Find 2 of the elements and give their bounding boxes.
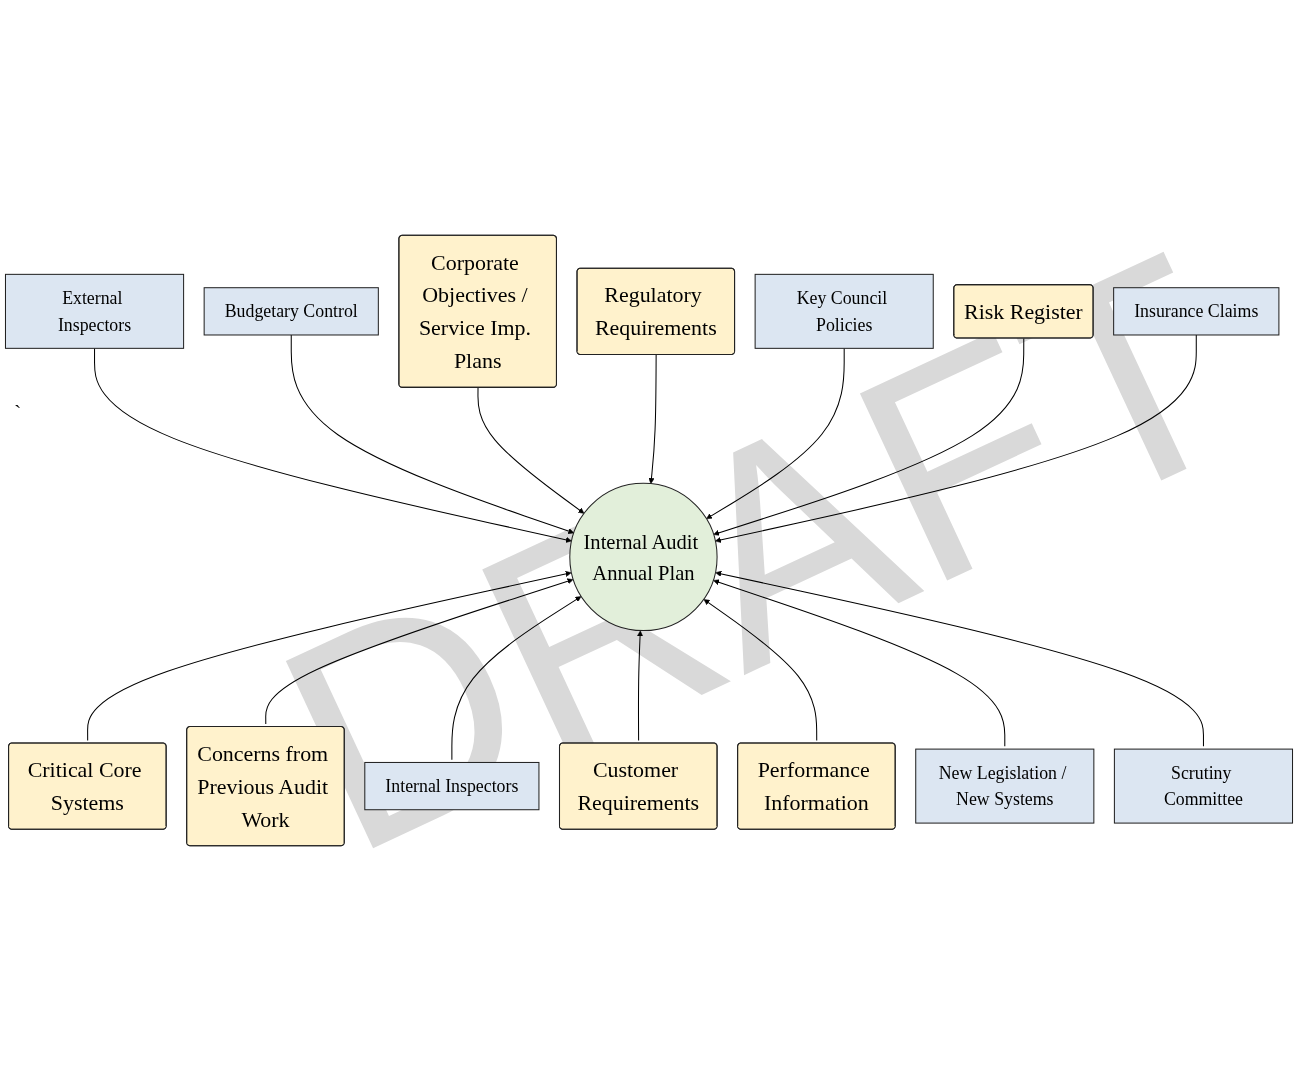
node-box: External Inspectors [4, 273, 185, 349]
stray-mark: ` [14, 400, 22, 426]
